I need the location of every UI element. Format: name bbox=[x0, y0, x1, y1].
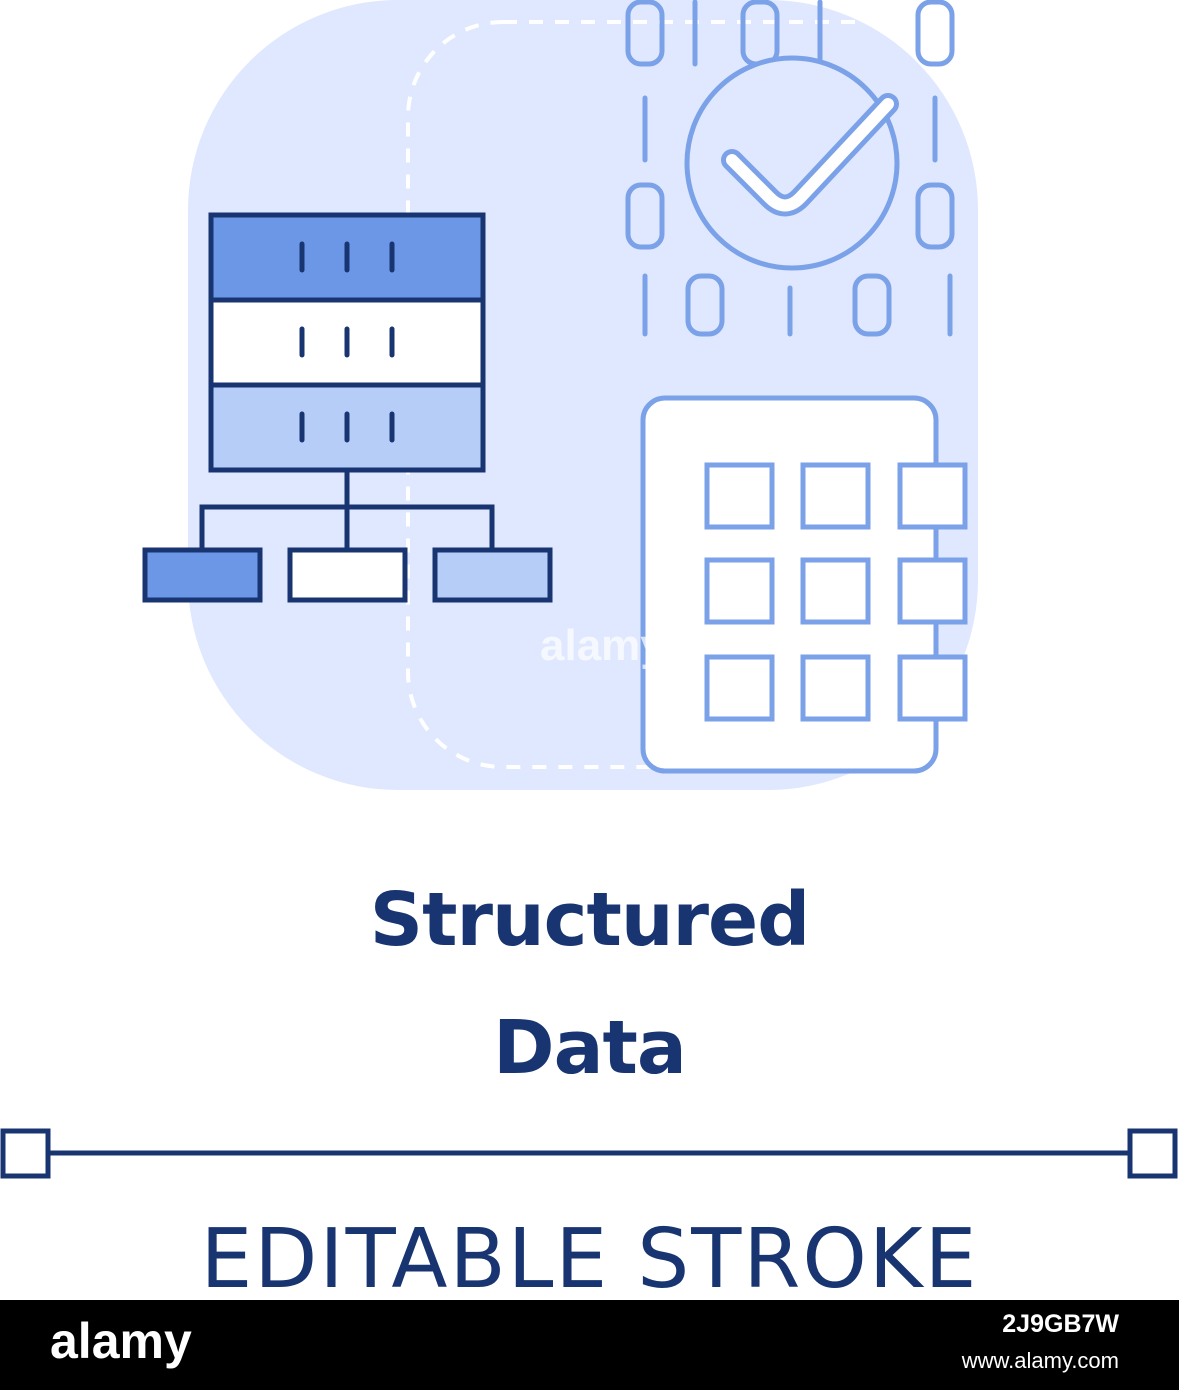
editable-stroke-caption: EDITABLE STROKE bbox=[200, 1212, 979, 1307]
title-line-2: Data bbox=[493, 1005, 687, 1091]
binary-check-icon bbox=[625, 0, 955, 337]
footer-url: www.alamy.com bbox=[961, 1348, 1119, 1373]
footer-image-id: 2J9GB7W bbox=[1002, 1310, 1119, 1338]
structured-data-illustration: alamy bbox=[0, 0, 1178, 1179]
title-line-1: Structured bbox=[369, 877, 810, 963]
hierarchy-tree-icon bbox=[142, 470, 553, 603]
footer-bar: alamy 2J9GB7W www.alamy.com bbox=[0, 1300, 1179, 1390]
watermark: alamy bbox=[540, 621, 665, 670]
editable-stroke-line bbox=[0, 1128, 1178, 1179]
server-rack-icon bbox=[208, 212, 486, 473]
footer-logo: alamy bbox=[50, 1313, 192, 1369]
grid-table-icon bbox=[640, 395, 968, 774]
